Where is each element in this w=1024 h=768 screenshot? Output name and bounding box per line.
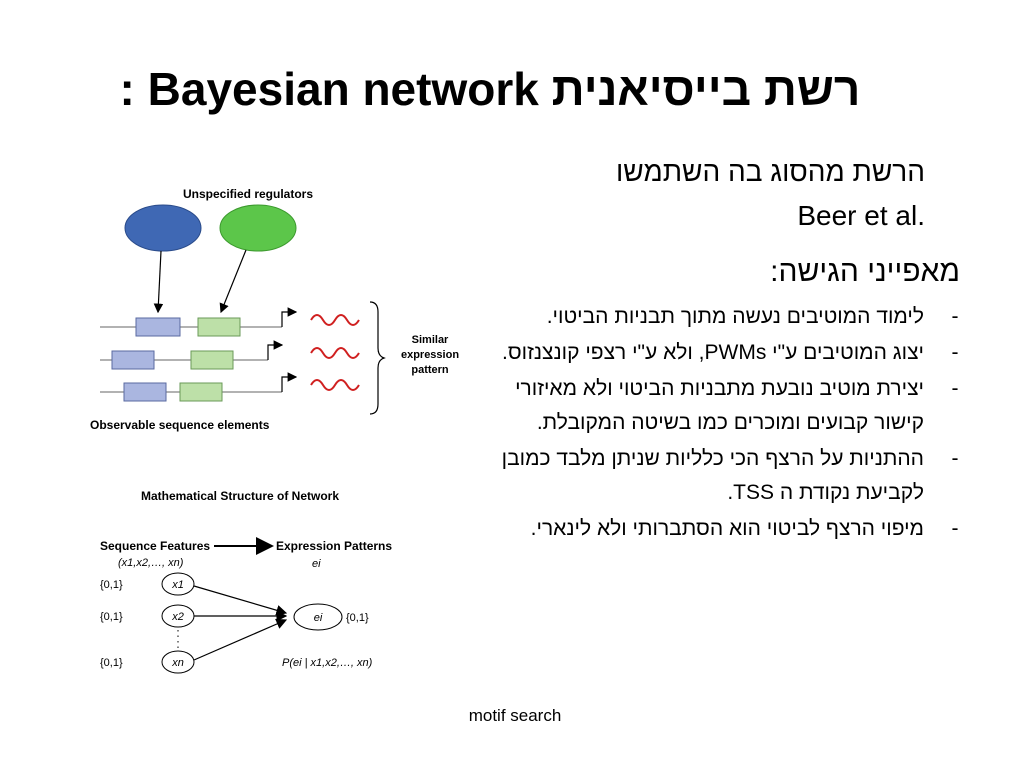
motif-green [179,382,223,402]
expression-var-label: ei [312,558,321,570]
motif-green [190,350,234,370]
intro-line-1: הרשת מהסוג בה השתמשו [616,156,925,187]
regulator-blue [124,204,202,252]
bullet-text: ההתניות על הרצף הכי כלליות שניתן מלבד כמ… [501,447,924,504]
bullet-text: יצירת מוטיב נובעת מתבניות הביטוי ולא מאי… [515,377,924,434]
conditional-probability: P(ei | x1,x2,…, xn) [282,657,373,669]
list-item: - לימוד המוטיבים נעשה מתוך תבניות הביטוי. [470,300,962,334]
arrow-blue [153,250,164,314]
motif-blue [135,317,181,337]
bullet-dash: - [951,517,959,540]
sequence-row-3 [100,372,360,402]
network-structure-diagram: Mathematical Structure of Network Sequen… [100,489,392,674]
title-hebrew: רשת בייסיאנית [551,63,861,115]
edge-x1-ei [193,585,288,616]
node-ei [293,603,343,631]
intro-line-2: Beer et al. [797,200,925,231]
expression-patterns-label: Expression Patterns [276,539,392,553]
node-x1 [161,572,195,596]
node-name: x2 [171,611,184,623]
title-english: Bayesian network [147,63,539,115]
bullet-dash: - [951,341,959,364]
bullet-dash: - [951,305,959,328]
motif-blue [111,350,155,370]
node-domain: {0,1} [100,657,123,669]
bullet-text: יצוג המוטיבים ע"י PWMs, ולא ע"י רצפי קונ… [502,341,924,364]
target-domain: {0,1} [346,612,369,624]
promoter-arrow [281,307,298,327]
sequence-row-2 [100,340,360,370]
regulator-green [219,204,297,252]
promoter-arrow [267,340,284,360]
expression-wave [310,347,360,359]
node-domain: {0,1} [100,611,123,623]
bullet-dash: - [951,377,959,400]
similar-label-3: pattern [411,364,449,376]
structure-title: Mathematical Structure of Network [141,489,339,503]
list-item: - ההתניות על הרצף הכי כלליות שניתן מלבד כ… [470,442,962,510]
node-xn [161,650,195,674]
observable-label: Observable sequence elements [90,418,270,432]
node-name: xn [171,657,184,669]
sequence-row-1 [100,307,360,337]
target-name: ei [314,612,323,624]
list-item: - מיפוי הרצף לביטוי הוא הסתברותי ולא לינא… [470,512,962,546]
features-heading: מאפייני הגישה: [770,255,960,288]
expression-wave [310,379,360,391]
footer-label: motif search [468,706,562,725]
sequence-vars-label: (x1,x2,…, xn) [118,557,184,569]
similar-label-1: Similar [412,334,449,346]
list-item: - יצוג המוטיבים ע"י PWMs, ולא ע"י רצפי קו… [470,336,962,370]
slide-title: : Bayesian network רשת בייסיאנית [60,62,920,116]
sequence-features-label: Sequence Features [100,539,210,553]
motif-blue [123,382,167,402]
bullet-text: לימוד המוטיבים נעשה מתוך תבניות הביטוי. [546,305,924,328]
intro-text: הרשת מהסוג בה השתמשו Beer et al. [560,150,925,238]
regulators-diagram: Unspecified regulators Similar expressio… [90,187,459,432]
motif-green [197,317,241,337]
node-domain: {0,1} [100,579,123,591]
bullet-dash: - [951,447,959,470]
list-item: - יצירת מוטיב נובעת מתבניות הביטוי ולא מא… [470,372,962,440]
expression-wave [310,314,360,326]
grouping-brace [369,301,386,415]
similar-label-2: expression [401,349,459,361]
promoter-arrow [281,372,298,392]
bullet-text: מיפוי הרצף לביטוי הוא הסתברותי ולא לינאר… [530,517,924,540]
regulators-label: Unspecified regulators [183,187,313,201]
features-list: - לימוד המוטיבים נעשה מתוך תבניות הביטוי.… [470,300,962,548]
title-colon: : [119,63,135,115]
arrow-green [219,249,247,314]
edge-xn-ei [193,618,288,661]
node-name: x1 [171,579,184,591]
